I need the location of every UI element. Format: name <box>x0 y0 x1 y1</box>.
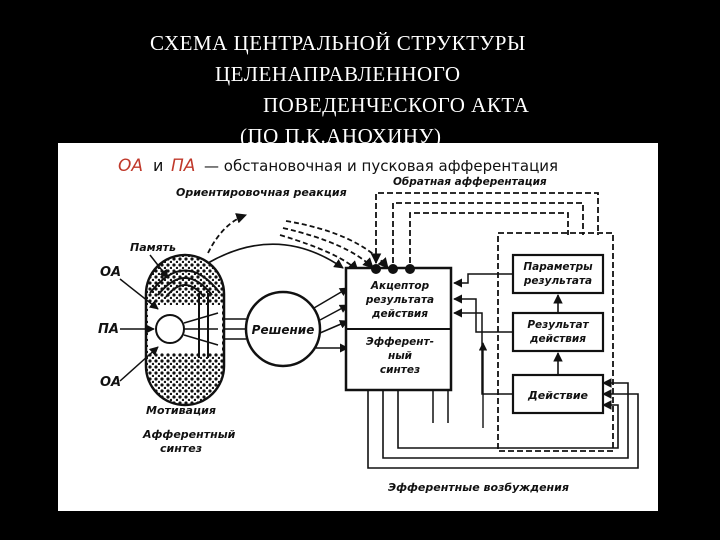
afferent-synthesis-capsule <box>144 253 226 407</box>
legend-pa: ПА <box>171 156 195 176</box>
oa-bottom-label: ОА <box>100 375 121 390</box>
result-box: Результат действия <box>511 311 605 353</box>
decision-label: Решение <box>252 323 315 337</box>
afferent-synthesis-label-1: Афферентный <box>142 428 236 441</box>
acceptor-label-3: действия <box>371 308 428 320</box>
feedback-label: Обратная афферентация <box>393 176 547 188</box>
acceptor-efferent-box: Акцептор результата действия Эфферент- н… <box>344 264 453 392</box>
slide-title: СХЕМА ЦЕНТРАЛЬНОЙ СТРУКТУРЫ ЦЕЛЕНАПРАВЛЕ… <box>120 28 680 152</box>
legend-oa: ОА <box>118 156 143 176</box>
pa-label: ПА <box>98 322 119 337</box>
result-label-2: действия <box>529 333 586 345</box>
efferent-excitations-label: Эфферентные возбуждения <box>388 481 569 494</box>
result-container <box>497 232 614 452</box>
afferent-synthesis-label-2: синтез <box>160 442 202 455</box>
orient-reaction-label: Ориентировочная реакция <box>176 186 347 199</box>
action-box: Действие <box>511 373 605 415</box>
acceptor-label-2: результата <box>365 294 434 306</box>
acceptor-label-1: Акцептор <box>370 280 430 292</box>
params-label-1: Параметры <box>523 261 593 273</box>
action-label: Действие <box>527 389 589 402</box>
legend-and: и <box>153 156 163 175</box>
legend: ОА и ПА — обстановочная и пусковая аффер… <box>118 156 558 176</box>
efferent-synthesis-label-1: Эфферент- <box>366 336 434 348</box>
efferent-synthesis-label-2: ный <box>388 350 413 362</box>
oa-top-label: ОА <box>100 265 121 280</box>
motivation-label: Мотивация <box>146 404 216 417</box>
params-box: Параметры результата <box>511 253 605 295</box>
memory-label: Память <box>130 241 176 254</box>
title-line-3: ПОВЕДЕНЧЕСКОГО АКТА <box>263 93 530 117</box>
title-line-1: СХЕМА ЦЕНТРАЛЬНОЙ СТРУКТУРЫ <box>150 31 526 55</box>
anokhin-scheme-diagram: ОА и ПА — обстановочная и пусковая аффер… <box>58 143 658 511</box>
title-line-2: ЦЕЛЕНАПРАВЛЕННОГО <box>215 62 461 86</box>
params-label-2: результата <box>523 275 592 287</box>
result-label-1: Результат <box>527 319 589 331</box>
decision-node: Решение <box>244 290 322 368</box>
legend-rest: — обстановочная и пусковая афферентация <box>204 157 558 175</box>
efferent-synthesis-label-3: синтез <box>380 364 420 376</box>
